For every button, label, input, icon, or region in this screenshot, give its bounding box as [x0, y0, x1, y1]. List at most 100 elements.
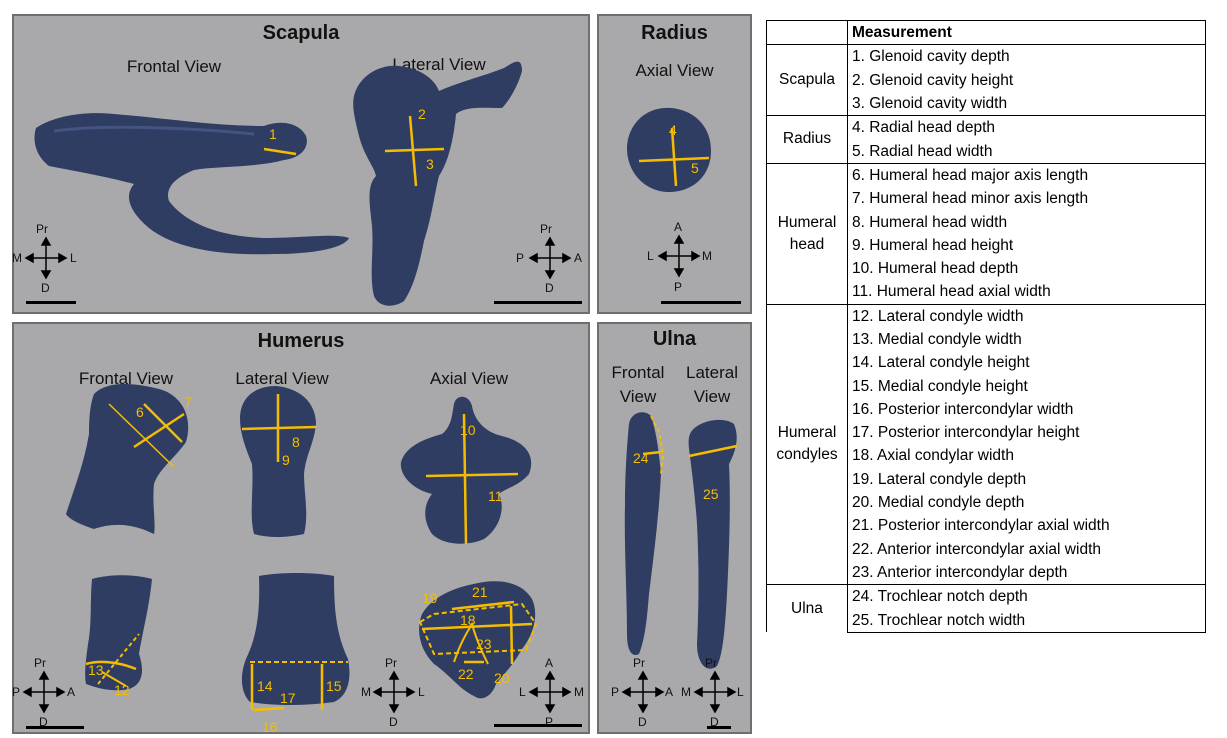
measure-label-10: 10 [460, 420, 476, 441]
table-measurement-cell: 22. Anterior intercondylar axial width [848, 538, 1206, 561]
table-measurement-cell: 12. Lateral condyle width [848, 304, 1206, 328]
compass-label: P [674, 277, 682, 298]
table-measurement-cell: 20. Medial condyle depth [848, 491, 1206, 514]
scapula-drawing [14, 16, 592, 316]
scale-bar [661, 301, 741, 304]
compass-label: Pr [385, 653, 397, 674]
compass-label: M [574, 682, 584, 703]
table-row: Humeralhead6. Humeral head major axis le… [767, 163, 1206, 187]
table-group-name: Ulna [767, 598, 847, 620]
table-measurement-cell: 10. Humeral head depth [848, 257, 1206, 280]
compass-label: D [389, 712, 398, 733]
radius-panel: Radius Axial View 4 5 A L M P [597, 14, 752, 314]
table-header-empty [767, 21, 848, 45]
measurement-table: Measurement Scapula1. Glenoid cavity dep… [766, 20, 1206, 633]
ulna-compass-a [623, 672, 663, 712]
table-measurement-cell: 7. Humeral head minor axis length [848, 187, 1206, 210]
scapula-panel: Scapula Frontal View Lateral View 1 2 3 … [12, 14, 590, 314]
scapula-frontal-bone [35, 113, 349, 254]
ulna-compass-b [695, 672, 735, 712]
table-measurement-cell: 16. Posterior intercondylar width [848, 398, 1206, 421]
compass-label: L [737, 682, 744, 703]
compass-label: M [12, 248, 22, 269]
scapula-compass-right [530, 238, 570, 278]
table-measurement-cell: 21. Posterior intercondylar axial width [848, 514, 1206, 537]
measure-label-17: 17 [280, 688, 296, 709]
table-measurement-cell: 14. Lateral condyle height [848, 351, 1206, 374]
compass-label: Pr [540, 219, 552, 240]
measure-label-3: 3 [426, 154, 434, 175]
measure-label-5: 5 [691, 158, 699, 179]
table-measurement-cell: 25. Trochlear notch width [848, 608, 1206, 632]
compass-label: P [611, 682, 619, 703]
table-row: Humeralcondyles12. Lateral condyle width [767, 304, 1206, 328]
measure-label-7: 7 [184, 392, 192, 413]
compass-label: A [674, 217, 682, 238]
compass-label: P [545, 712, 553, 733]
measure-label-20: 20 [494, 668, 510, 689]
compass-label: M [702, 246, 712, 267]
measure-label-15: 15 [326, 676, 342, 697]
table-measurement-cell: 24. Trochlear notch depth [848, 585, 1206, 609]
scale-bar [707, 726, 731, 729]
compass-label: M [681, 682, 691, 703]
radius-drawing [599, 16, 754, 316]
table-measurement-cell: 9. Humeral head height [848, 234, 1206, 257]
table-measurement-cell: 13. Medial condyle width [848, 328, 1206, 351]
measure-label-19: 19 [422, 588, 438, 609]
measure-label-22: 22 [458, 664, 474, 685]
measure-label-16: 16 [262, 717, 278, 738]
measure-label-23: 23 [476, 634, 492, 655]
compass-label: L [647, 246, 654, 267]
measure-label-14: 14 [257, 676, 273, 697]
compass-label: D [41, 278, 50, 299]
measure-line-20 [511, 606, 512, 664]
compass-label: L [70, 248, 77, 269]
humerus-compass-a [24, 672, 64, 712]
table-measurement-cell: 18. Axial condylar width [848, 444, 1206, 467]
measure-label-9: 9 [282, 450, 290, 471]
compass-label: D [39, 712, 48, 733]
measure-label-6: 6 [136, 402, 144, 423]
scale-bar [494, 301, 582, 304]
humerus-frontal-proximal-bone [66, 384, 188, 534]
measure-label-18: 18 [460, 610, 476, 631]
measure-label-13: 13 [88, 660, 104, 681]
table-measurement-cell: 11. Humeral head axial width [848, 280, 1206, 304]
table-measurement-cell: 3. Glenoid cavity width [848, 92, 1206, 116]
measure-label-2: 2 [418, 104, 426, 125]
table-group-name: head [767, 234, 847, 256]
compass-label: A [574, 248, 582, 269]
measure-label-24: 24 [633, 448, 649, 469]
compass-label: Pr [34, 653, 46, 674]
scale-bar [26, 726, 84, 729]
table-measurement-cell: 8. Humeral head width [848, 210, 1206, 233]
table-group-name: Humeral [767, 422, 847, 444]
table-group-name: condyles [767, 444, 847, 466]
compass-label: M [361, 682, 371, 703]
ulna-drawing [599, 324, 754, 736]
ulna-panel: Ulna Frontal View Lateral View 24 25 Pr … [597, 322, 752, 734]
scapula-lateral-bone [353, 62, 522, 306]
table-measurement-cell: 4. Radial head depth [848, 116, 1206, 140]
radius-compass [659, 236, 699, 276]
measure-label-12: 12 [114, 680, 130, 701]
humerus-panel: Humerus Frontal View Lateral View Axial … [12, 322, 590, 734]
humerus-compass-b [374, 672, 414, 712]
measure-label-8: 8 [292, 432, 300, 453]
table-group-name: Scapula [767, 69, 847, 91]
table-group-cell: Radius [767, 116, 848, 164]
table-group-cell: Scapula [767, 45, 848, 116]
measure-label-1: 1 [269, 124, 277, 145]
table-measurement-cell: 2. Glenoid cavity height [848, 69, 1206, 92]
compass-label: A [67, 682, 75, 703]
table-group-cell: Ulna [767, 585, 848, 633]
scale-bar [494, 724, 582, 727]
compass-label: A [665, 682, 673, 703]
table-measurement-cell: 5. Radial head width [848, 139, 1206, 163]
table-group-name: Humeral [767, 212, 847, 234]
compass-label: Pr [36, 219, 48, 240]
humerus-compass-c [530, 672, 570, 712]
